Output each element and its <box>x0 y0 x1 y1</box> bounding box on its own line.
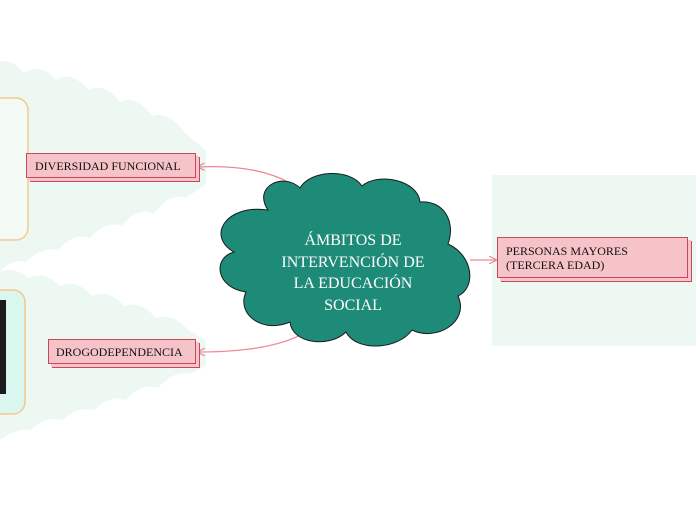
node-diversidad-funcional[interactable]: DIVERSIDAD FUNCIONAL <box>26 153 196 178</box>
central-topic-line: LA EDUCACIÓN <box>293 275 413 292</box>
node-drogodependencia[interactable]: DROGODEPENDENCIA <box>48 339 196 364</box>
central-topic-cloud[interactable] <box>219 173 471 347</box>
node-personas-mayores[interactable]: PERSONAS MAYORES (TERCERA EDAD) <box>497 237 688 278</box>
central-topic-line: ÁMBITOS DE <box>304 232 402 249</box>
drogo-image-photo <box>0 300 6 394</box>
diversidad-image-frame <box>0 97 29 241</box>
central-topic-label[interactable]: ÁMBITOS DE INTERVENCIÓN DE LA EDUCACIÓN … <box>268 230 438 316</box>
central-topic-line: INTERVENCIÓN DE <box>281 253 425 271</box>
node-personas-mayores-label-line: PERSONAS MAYORES <box>506 244 628 258</box>
node-personas-mayores-label-line: (TERCERA EDAD) <box>506 258 605 272</box>
central-topic-line: SOCIAL <box>324 296 382 314</box>
connector-diversidad <box>198 167 291 184</box>
node-diversidad-funcional-label: DIVERSIDAD FUNCIONAL <box>35 159 181 173</box>
drogo-image-frame <box>0 289 26 415</box>
node-drogodependencia-label: DROGODEPENDENCIA <box>56 345 183 359</box>
